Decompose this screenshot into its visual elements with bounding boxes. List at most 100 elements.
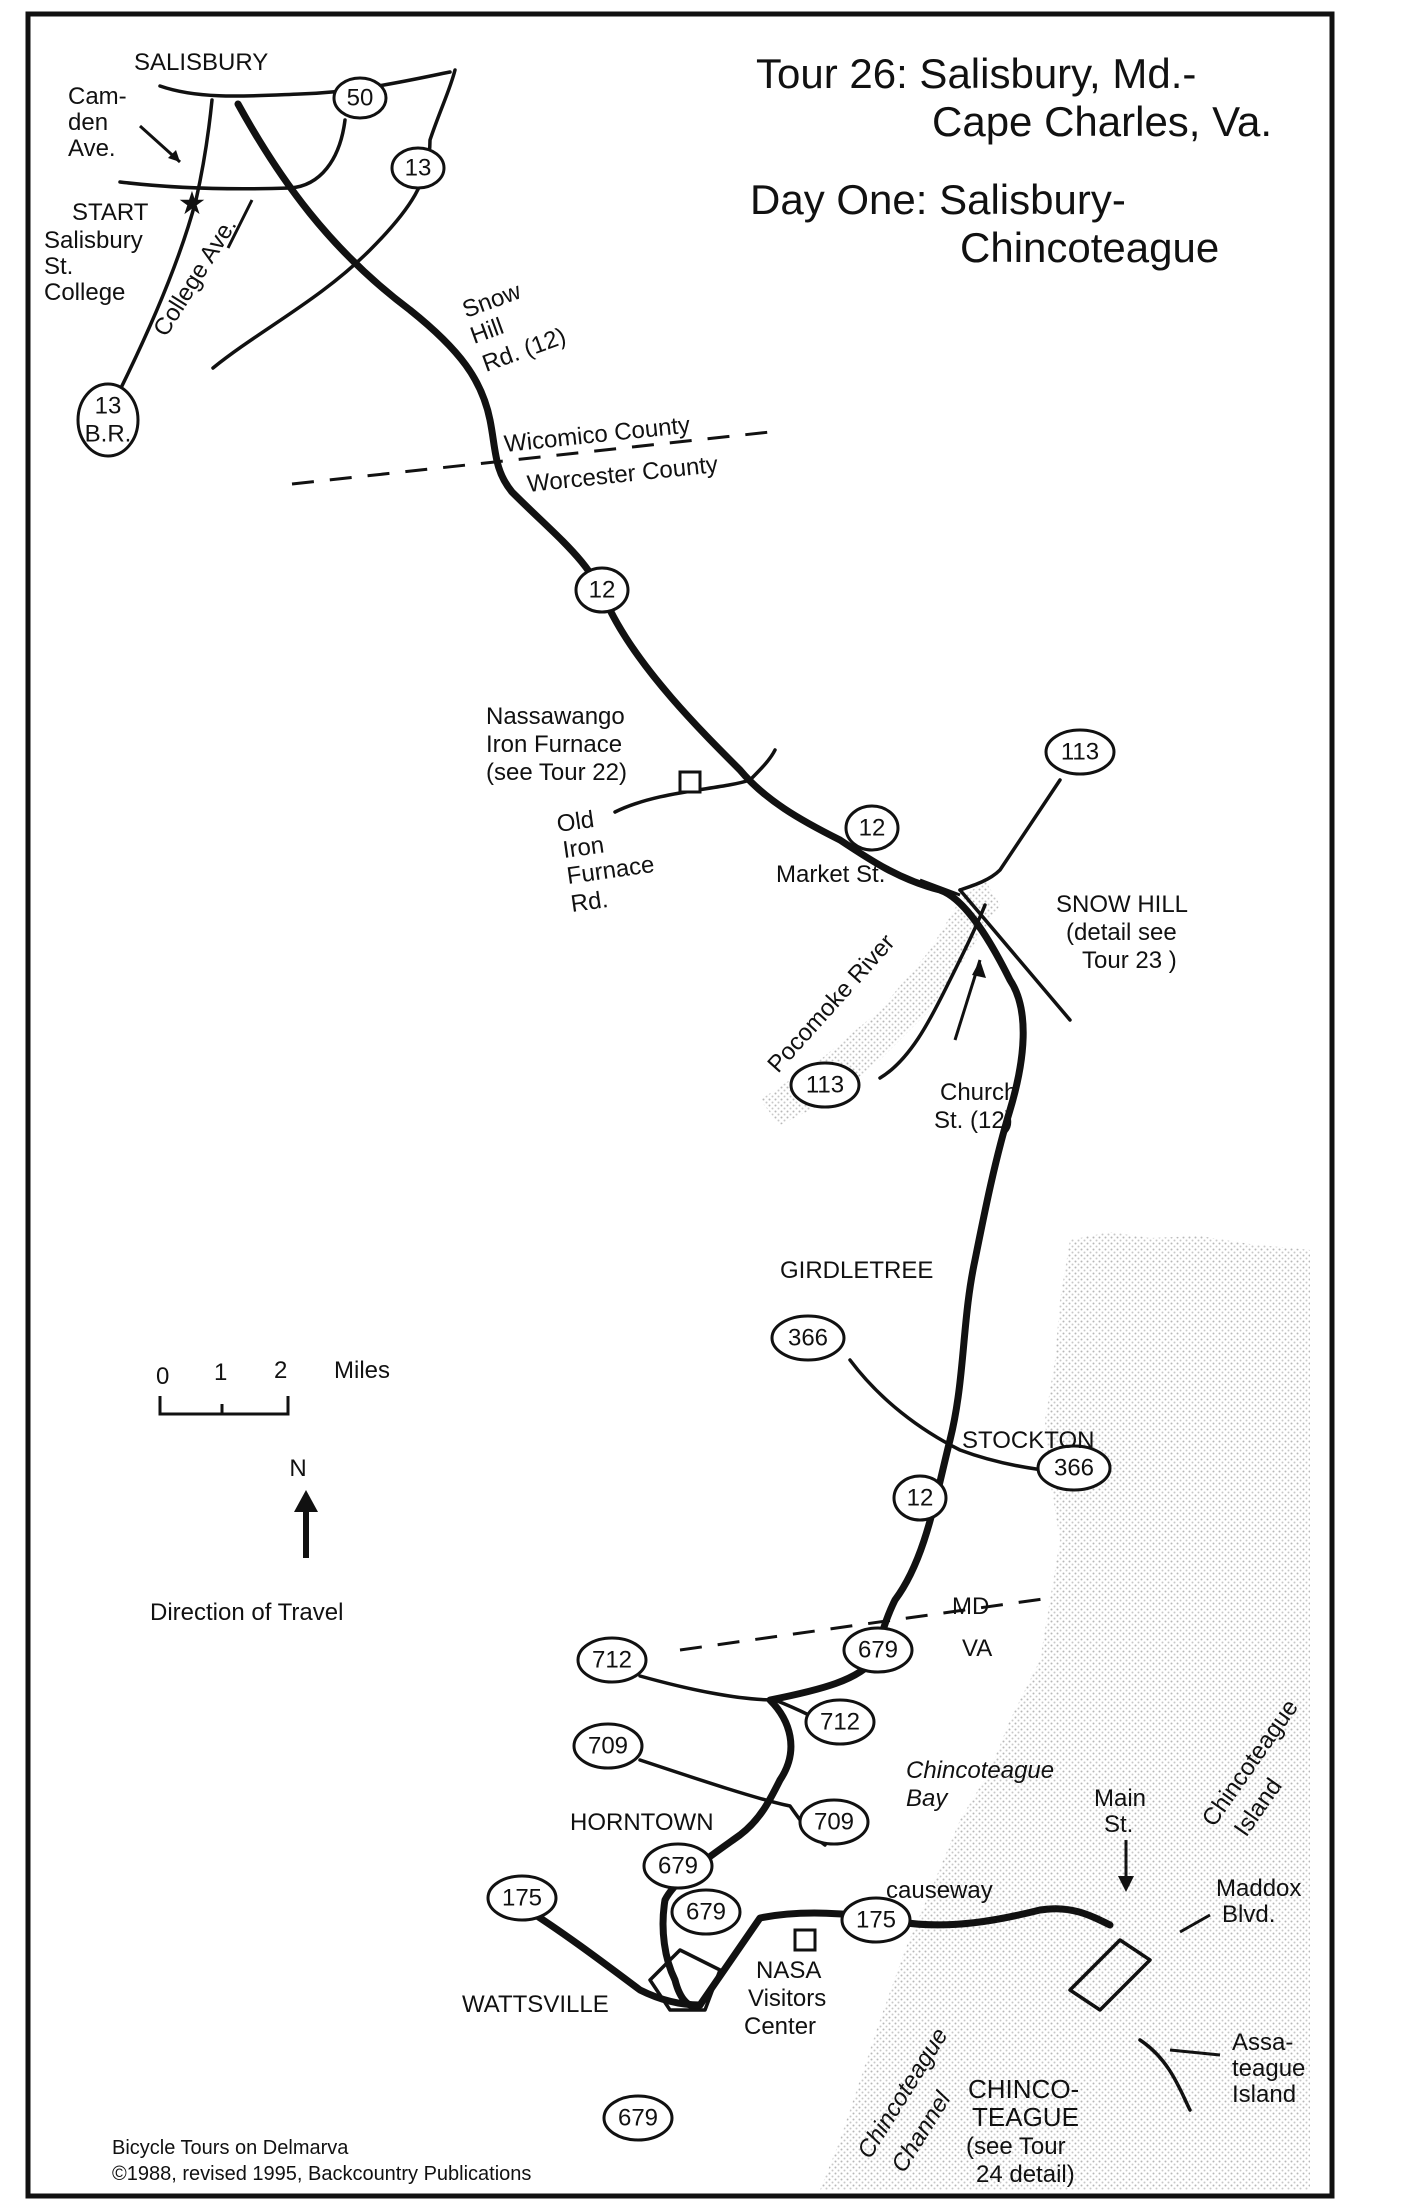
- label-assateague-3: Island: [1232, 2081, 1296, 2108]
- title-line-2: Cape Charles, Va.: [932, 98, 1272, 145]
- label-nassawango-2: Iron Furnace: [486, 731, 622, 758]
- label-girdletree: GIRDLETREE: [780, 1257, 933, 1284]
- svg-text:12: 12: [907, 1485, 934, 1512]
- svg-text:709: 709: [814, 1809, 854, 1836]
- svg-text:679: 679: [658, 1853, 698, 1880]
- footer-line-2: ©1988, revised 1995, Backcountry Publica…: [112, 2163, 531, 2185]
- scale-bar: 0 1 2 Miles: [156, 1357, 390, 1416]
- svg-text:366: 366: [788, 1325, 828, 1352]
- svg-text:366: 366: [1054, 1455, 1094, 1482]
- svg-text:N: N: [289, 1455, 306, 1482]
- route-50: [158, 70, 452, 98]
- svg-text:712: 712: [592, 1647, 632, 1674]
- title-line-1: Tour 26: Salisbury, Md.-: [756, 50, 1196, 97]
- shield-712-a: 712: [576, 1636, 648, 1684]
- maddox-arrow-icon: [1179, 1913, 1211, 1934]
- shield-679-c: 679: [670, 1888, 742, 1936]
- shield-13br: 13B.R.: [76, 382, 140, 458]
- label-main-st-2: St.: [1104, 1811, 1133, 1838]
- camden-arrowhead-icon: [168, 150, 180, 162]
- label-old-iron-4: Rd.: [569, 886, 610, 918]
- label-maddox-2: Blvd.: [1222, 1901, 1275, 1928]
- label-college-3: College: [44, 279, 125, 306]
- label-chincoteague-town-4: 24 detail): [976, 2161, 1075, 2188]
- label-stockton: STOCKTON: [962, 1427, 1094, 1454]
- shield-50: 50: [332, 76, 388, 120]
- map-frame: [25, 11, 1335, 2199]
- shield-679-b: 679: [642, 1842, 714, 1890]
- svg-text:0: 0: [156, 1363, 169, 1390]
- label-causeway: causeway: [886, 1877, 993, 1904]
- main-st-arrowhead-icon: [1118, 1876, 1134, 1892]
- title-line-4: Chincoteague: [960, 224, 1219, 271]
- label-church-1: Church: [940, 1079, 1017, 1106]
- label-assateague-2: teague: [1232, 2055, 1305, 2082]
- route-113-south: [878, 903, 987, 1080]
- label-college-ave: College Ave.: [148, 213, 242, 341]
- label-chincoteague-bay-1: Chincoteague: [906, 1757, 1054, 1784]
- svg-text:Miles: Miles: [334, 1357, 390, 1384]
- shield-175-b: 175: [840, 1896, 912, 1944]
- label-church-2: St. (12): [934, 1107, 1013, 1134]
- svg-text:13: 13: [95, 393, 122, 420]
- route-12-main: [234, 100, 1027, 1662]
- shield-12-a: 12: [574, 566, 630, 614]
- label-md: MD: [952, 1593, 989, 1620]
- label-chincoteague-town-2: TEAGUE: [972, 2102, 1079, 2132]
- label-old-iron-1: Old: [555, 806, 596, 838]
- label-snow-hill-2: (detail see: [1066, 919, 1177, 946]
- snow-hill-side-rd: [958, 888, 1072, 1022]
- shield-679-a: 679: [842, 1626, 914, 1674]
- label-chincoteague-town-1: CHINCO-: [968, 2074, 1079, 2104]
- label-camden-3: Ave.: [68, 135, 116, 162]
- svg-text:113: 113: [1061, 739, 1099, 766]
- label-main-st-1: Main: [1094, 1785, 1146, 1812]
- svg-text:2: 2: [274, 1357, 287, 1384]
- assateague-road: [1138, 2038, 1192, 2112]
- shield-12-c: 12: [892, 1474, 948, 1522]
- old-iron-furnace-rd: [613, 748, 777, 814]
- label-snow-hill-1: SNOW HILL: [1056, 891, 1188, 918]
- route-13: [211, 68, 457, 370]
- label-chincoteague-town-3: (see Tour: [966, 2133, 1066, 2160]
- label-nasa-2: Visitors: [748, 1985, 826, 2012]
- svg-text:709: 709: [588, 1733, 628, 1760]
- route-13-br: [113, 98, 214, 402]
- svg-text:679: 679: [858, 1637, 898, 1664]
- label-nassawango-3: (see Tour 22): [486, 759, 627, 786]
- route-113-north: [958, 778, 1062, 892]
- shield-709-a: 709: [572, 1722, 644, 1770]
- label-old-iron-2: Iron: [561, 831, 606, 863]
- route-175-main: [696, 1905, 1114, 2009]
- label-snow-hill-3: Tour 23 ): [1082, 947, 1177, 974]
- label-nasa-3: Center: [744, 2013, 816, 2040]
- svg-text:50: 50: [347, 85, 374, 112]
- church-st-arrowhead-icon: [972, 960, 986, 978]
- state-line: [679, 1596, 1051, 1652]
- chincoteague-streets: [1068, 1938, 1152, 2012]
- label-assateague-1: Assa-: [1232, 2029, 1293, 2056]
- shield-679-d: 679: [602, 2094, 674, 2142]
- chincoteague-bay-water: [820, 1232, 1310, 2190]
- route-366: [848, 1358, 1062, 1474]
- nassawango-furnace-marker: [678, 770, 702, 794]
- shield-366-a: 366: [770, 1314, 846, 1362]
- svg-text:12: 12: [859, 815, 886, 842]
- svg-text:712: 712: [820, 1709, 860, 1736]
- title-line-3: Day One: Salisbury-: [750, 176, 1126, 223]
- shield-709-b: 709: [798, 1798, 870, 1846]
- shield-13: 13: [390, 146, 446, 190]
- shield-113-a: 113: [1044, 728, 1116, 776]
- college-ave-arrow-icon: [226, 199, 254, 249]
- shield-175-a: 175: [486, 1874, 558, 1922]
- shield-113-b: 113: [789, 1061, 861, 1109]
- label-maddox-1: Maddox: [1216, 1875, 1301, 1902]
- camden-ave: [118, 118, 347, 191]
- assateague-arrow-icon: [1169, 2048, 1221, 2057]
- wattsville-loop: [648, 1948, 722, 2012]
- route-175-west: [516, 1901, 704, 2009]
- label-nasa-1: NASA: [756, 1957, 821, 1984]
- label-horntown: HORNTOWN: [570, 1809, 714, 1836]
- shield-12-b: 12: [844, 804, 900, 852]
